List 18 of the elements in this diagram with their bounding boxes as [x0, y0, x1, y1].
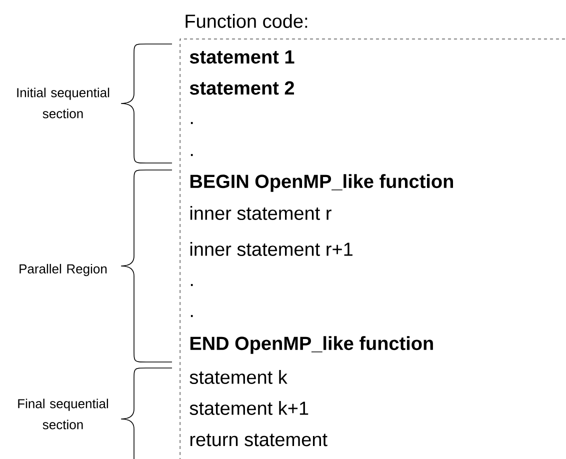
code-line: . — [190, 315, 193, 318]
code-line: statement 1 — [190, 50, 294, 64]
section-label: Parallel Region — [20, 264, 107, 276]
code-line: . — [190, 284, 193, 286]
title: Function code: — [186, 14, 308, 28]
section-label: Final sequential section — [18, 398, 108, 430]
code-line: BEGIN OpenMP_like function — [190, 174, 453, 192]
code-line: . — [190, 154, 193, 156]
code-box — [180, 38, 566, 459]
section-label: Initial sequential section — [17, 88, 110, 118]
code-line: . — [190, 122, 193, 124]
code-line: inner statement r+1 — [190, 242, 352, 256]
code-line: inner statement r — [190, 206, 332, 220]
code-line: statement 2 — [190, 81, 294, 95]
code-line: statement k — [190, 370, 288, 384]
code-line: return statement — [190, 434, 328, 446]
code-line: statement k+1 — [190, 401, 308, 415]
code-line: END OpenMP_like function — [190, 336, 433, 354]
